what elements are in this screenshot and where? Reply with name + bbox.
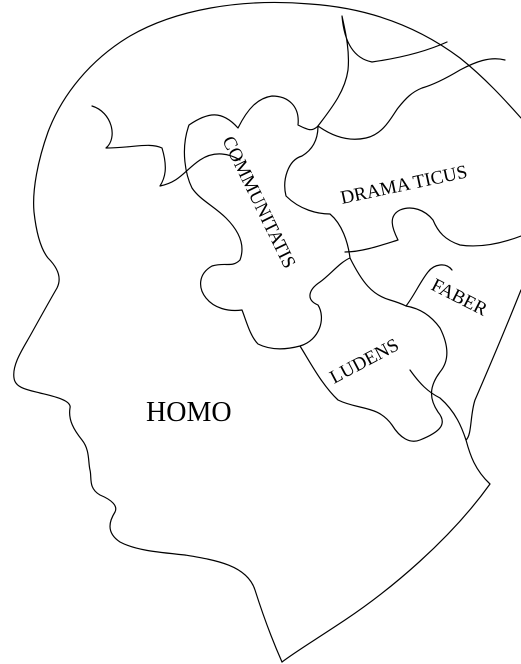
- label-communitatis: COMMUNITATIS: [218, 133, 300, 272]
- label-homo: HOMO: [146, 397, 232, 428]
- back-of-head-outline: [282, 290, 521, 662]
- label-faber: FABER: [428, 275, 491, 321]
- head-outline: [14, 2, 521, 662]
- puzzle-seam-dramaticus-bottom: [345, 208, 521, 252]
- puzzle-piece-ludens: [300, 306, 447, 441]
- label-dramaticus: DRAMA TICUS: [339, 162, 470, 209]
- puzzle-seam-crown-right: [318, 16, 447, 126]
- label-ludens: LUDENS: [326, 335, 402, 389]
- puzzle-piece-dramaticus: [318, 59, 505, 140]
- puzzle-seam-crown: [92, 106, 240, 186]
